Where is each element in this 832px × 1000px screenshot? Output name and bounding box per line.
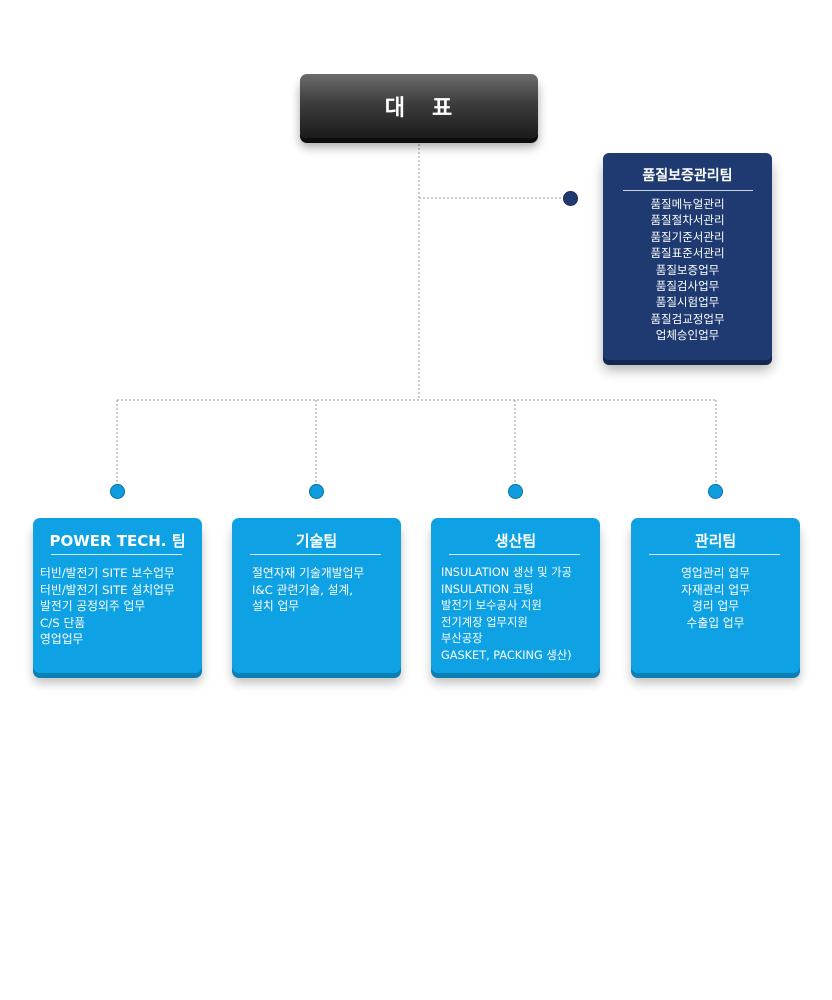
qa-team-box: 품질보증관리팀 품질메뉴얼관리 품질절차서관리 품질기준서관리 품질표준서관리 … xyxy=(603,153,772,360)
team-title: 기술팀 xyxy=(295,532,338,550)
team-divider xyxy=(449,554,580,555)
team-box-management: 관리팀 영업관리 업무 자재관리 업무 경리 업무 수출입 업무 xyxy=(631,518,800,673)
team-duty-item: 영업관리 업무 xyxy=(681,566,750,580)
team-duty-item: 자재관리 업무 xyxy=(681,582,750,597)
qa-duty-item: 품질기준서관리 xyxy=(650,229,725,244)
team-duty-item: 경리 업무 xyxy=(691,599,740,614)
qa-duty-item: 품질절차서관리 xyxy=(650,213,725,228)
ceo-label: 대 표 xyxy=(384,96,454,121)
team-connector-dot xyxy=(708,484,723,499)
team-duties: 영업관리 업무 자재관리 업무 경리 업무 수출입 업무 xyxy=(631,565,800,631)
team-duty-item: 수출입 업무 xyxy=(686,615,745,630)
qa-duty-item: 품질보증업무 xyxy=(655,262,720,277)
team-divider xyxy=(250,554,381,555)
team-connector-dot xyxy=(110,484,125,499)
team-duty-item: 터빈/발전기 SITE 설치업무 xyxy=(40,582,175,597)
team-connector-dot xyxy=(508,484,523,499)
team-duties: 절연자재 기술개발업무 I&C 관련기술, 설계, 설치 업무 xyxy=(252,565,364,615)
team-duties: 터빈/발전기 SITE 보수업무 터빈/발전기 SITE 설치업무 발전기 공정… xyxy=(40,565,175,648)
team-duty-item: 발전기 공정외주 업무 xyxy=(40,599,146,614)
team-duty-item: 설치 업무 xyxy=(252,599,300,614)
team-duty-item: C/S 단품 xyxy=(40,615,86,630)
team-duty-item: 터빈/발전기 SITE 보수업무 xyxy=(40,566,175,580)
team-duty-item: 절연자재 기술개발업무 xyxy=(252,566,365,580)
qa-duty-item: 품질검사업무 xyxy=(655,279,720,294)
team-duty-item: 발전기 보수공사 지원 xyxy=(441,599,542,613)
team-box-production: 생산팀 INSULATION 생산 및 가공 INSULATION 코팅 발전기… xyxy=(431,518,600,673)
team-divider xyxy=(51,554,182,555)
team-box-tech: 기술팀 절연자재 기술개발업무 I&C 관련기술, 설계, 설치 업무 xyxy=(232,518,401,673)
team-duty-item: INSULATION 생산 및 가공 xyxy=(441,566,572,579)
team-duty-item: I&C 관련기술, 설계, xyxy=(252,582,354,597)
team-duties: INSULATION 생산 및 가공 INSULATION 코팅 발전기 보수공… xyxy=(441,565,572,665)
team-duty-item: GASKET, PACKING 생산) xyxy=(441,648,572,662)
team-duty-item: 전기계장 업무지원 xyxy=(441,615,528,629)
team-title: 생산팀 xyxy=(494,532,537,550)
team-divider xyxy=(649,554,780,555)
team-connector-dot xyxy=(309,484,324,499)
qa-duty-item: 품질표준서관리 xyxy=(650,246,725,261)
qa-team-divider xyxy=(623,190,753,191)
qa-duty-item: 품질검교정업무 xyxy=(650,311,725,326)
qa-connector-dot xyxy=(563,191,578,206)
team-duty-item: 영업업무 xyxy=(40,632,84,647)
team-box-power-tech: POWER TECH. 팀 터빈/발전기 SITE 보수업무 터빈/발전기 SI… xyxy=(33,518,202,673)
team-duty-item: 부산공장 xyxy=(441,632,483,646)
qa-team-duties: 품질메뉴얼관리 품질절차서관리 품질기준서관리 품질표준서관리 품질보증업무 품… xyxy=(603,196,772,344)
team-duty-item: INSULATION 코팅 xyxy=(441,582,534,596)
team-title: 관리팀 xyxy=(694,532,737,550)
qa-team-title: 품질보증관리팀 xyxy=(642,168,733,184)
qa-duty-item: 업체승인업무 xyxy=(655,328,720,343)
qa-duty-item: 품질메뉴얼관리 xyxy=(650,197,725,211)
ceo-box: 대 표 xyxy=(300,74,538,138)
qa-duty-item: 품질시험업무 xyxy=(655,295,720,310)
team-title: POWER TECH. 팀 xyxy=(49,532,186,550)
